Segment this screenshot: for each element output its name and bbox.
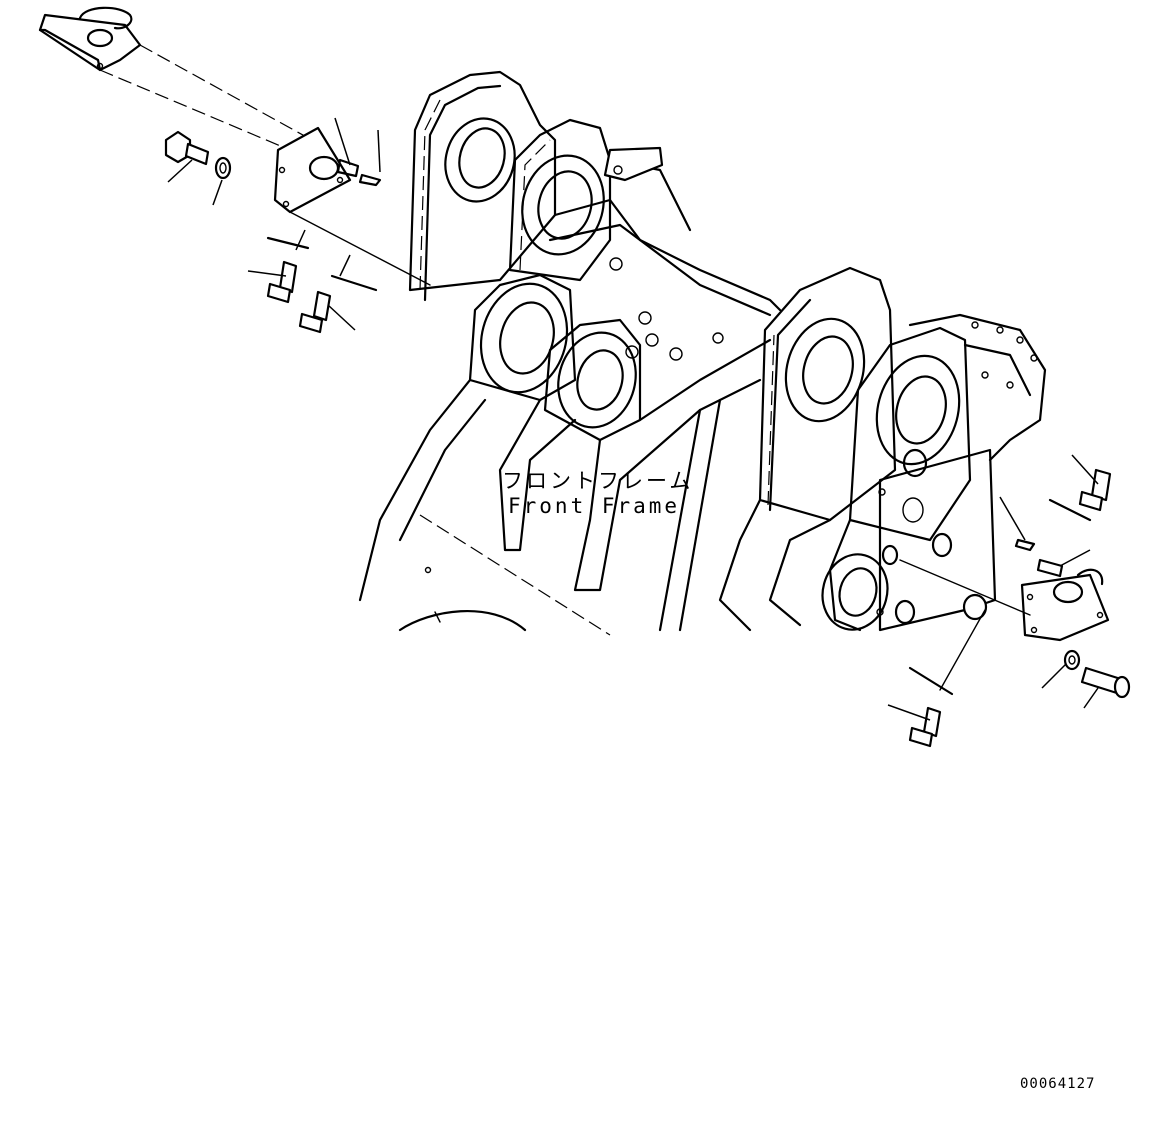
left-pin-assembly: [38, 6, 431, 334]
frame-label-japanese: フロントフレーム: [502, 469, 693, 493]
front-frame: [358, 70, 1047, 636]
drawing-code: 00064127: [1020, 1076, 1095, 1092]
frame-label-english: Front Frame: [508, 494, 680, 518]
right-pin-assembly: [887, 454, 1131, 748]
